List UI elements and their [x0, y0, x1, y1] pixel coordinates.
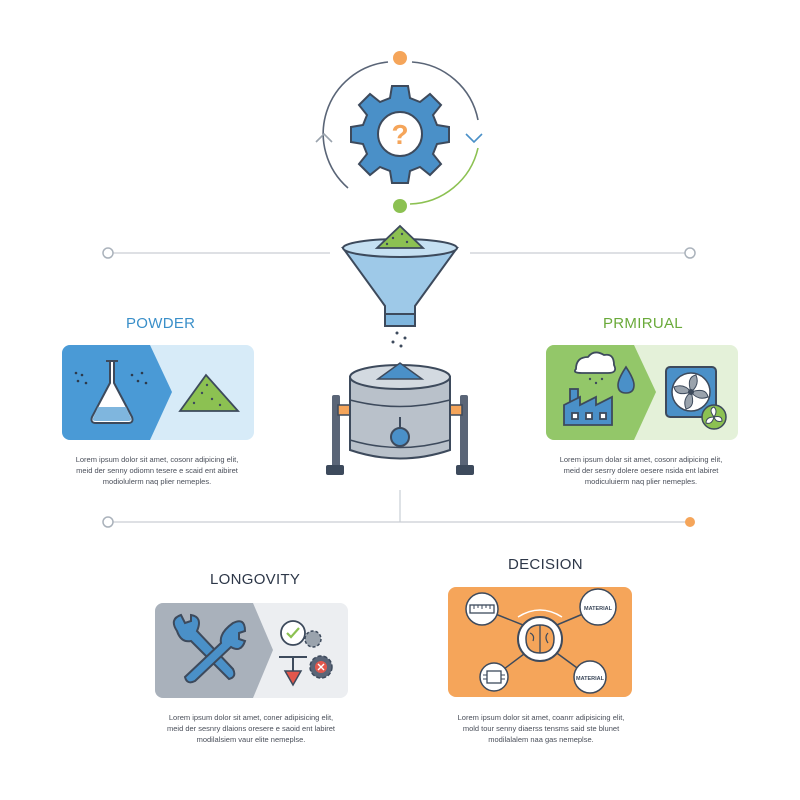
down-arrow-icon — [279, 656, 307, 687]
decision-label-top: MATERIAL — [584, 606, 613, 612]
connector-node — [102, 247, 114, 259]
connector-node — [684, 247, 696, 259]
primrual-card-art — [546, 345, 727, 440]
primrual-card — [546, 345, 738, 440]
up-arrow-icon — [315, 132, 333, 143]
mixer-vessel-icon — [326, 362, 474, 475]
wrench-icon — [172, 613, 247, 684]
small-fan-icon — [701, 404, 727, 430]
decision-card-art: MATERIAL MATERIAL — [465, 588, 617, 694]
connector-node — [102, 516, 114, 528]
decision-card: MATERIAL MATERIAL — [448, 587, 632, 697]
decision-description: Lorem ipsum dolor sit amet, coanrr adipi… — [457, 713, 625, 744]
longovity-title: LONGOVITY — [210, 571, 301, 588]
powder-title: POWDER — [126, 315, 196, 332]
connector-node-orange — [685, 517, 695, 527]
brain-icon — [517, 616, 563, 662]
funnel-icon — [341, 224, 459, 348]
chip-icon — [479, 662, 509, 692]
primrual-title: PRMIRUAL — [603, 315, 683, 332]
check-gear-icon — [280, 620, 322, 648]
decision-title: DECISION — [508, 556, 583, 573]
primrual-description: Lorem ipsum dolar sit amet, cosonr adipi… — [559, 455, 723, 486]
cycle-dot-green — [393, 199, 407, 213]
cloud-icon — [573, 351, 617, 385]
flask-icon — [90, 360, 134, 424]
material-node-top-right: MATERIAL — [579, 588, 617, 626]
error-gear-icon — [309, 655, 333, 679]
cycle-arc-bottom-right — [409, 147, 479, 205]
decision-label-bottom: MATERIAL — [576, 676, 605, 682]
longovity-description: Lorem ipsum dolor sit amet, coner adipis… — [166, 713, 335, 744]
water-drop-icon — [617, 365, 635, 394]
cycle-arc-right — [411, 61, 479, 121]
longovity-card-art — [155, 603, 333, 698]
material-node-bottom-right: MATERIAL — [573, 660, 607, 694]
ruler-icon — [465, 592, 499, 626]
cycle-diagram: ? — [315, 51, 483, 213]
longovity-card — [155, 603, 348, 698]
powder-card — [62, 345, 254, 440]
powder-card-art — [62, 345, 241, 440]
fan-icon — [665, 366, 717, 418]
cycle-arc-left — [322, 61, 389, 189]
down-arrow-icon — [465, 133, 483, 144]
factory-icon — [563, 388, 613, 426]
powder-description: Lorem ipsum dolor sit amet, cosonr adipi… — [75, 455, 239, 486]
svg-text:?: ? — [391, 119, 408, 150]
powder-pile-icon — [178, 373, 241, 412]
cycle-dot-orange — [393, 51, 407, 65]
question-gear-icon: ? — [350, 85, 450, 184]
